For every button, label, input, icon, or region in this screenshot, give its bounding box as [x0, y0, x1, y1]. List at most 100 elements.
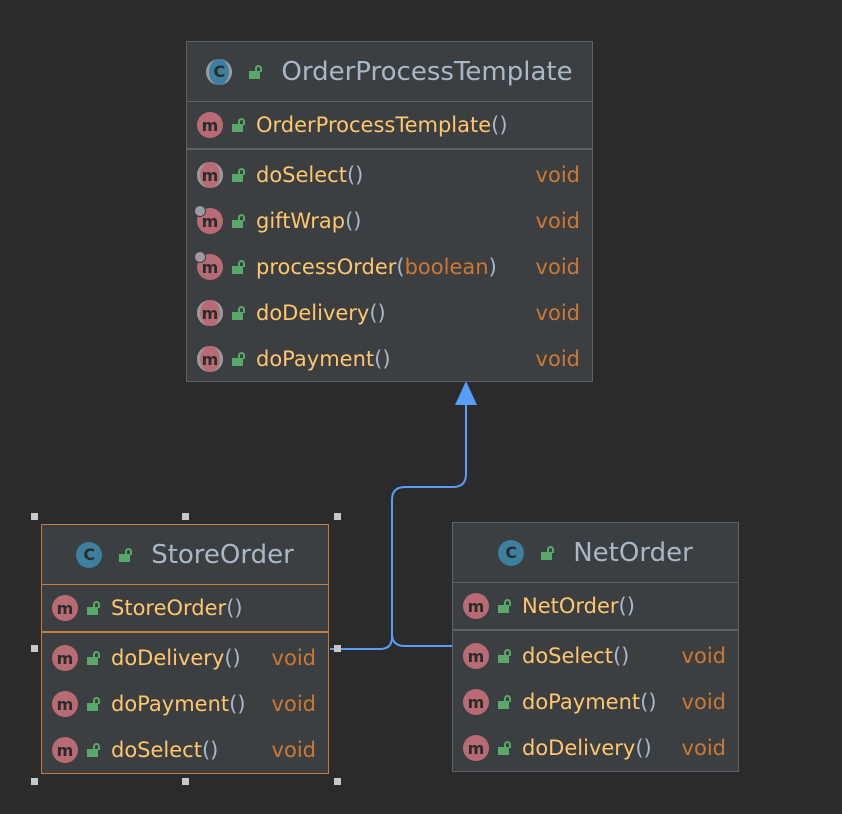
resize-handle-sw[interactable] — [31, 778, 38, 785]
method-parens: () — [201, 738, 219, 762]
class-icon: C — [76, 541, 103, 568]
public-lock-icon — [87, 651, 99, 665]
constructor-row[interactable]: m OrderProcessTemplate() — [187, 102, 592, 150]
return-type: void — [535, 209, 580, 233]
abstract-method-icon: m — [197, 162, 223, 188]
public-lock-icon — [119, 548, 131, 562]
public-lock-icon — [232, 214, 244, 228]
method-row[interactable]: m doDelivery() void — [187, 290, 592, 336]
class-header: C NetOrder — [453, 523, 738, 583]
overridden-method-icon: m — [194, 205, 223, 234]
abstract-method-icon: m — [197, 300, 223, 326]
return-type: void — [535, 163, 580, 187]
inheritance-line-net — [391, 633, 452, 647]
method-icon: m — [52, 691, 78, 717]
abstract-class-icon: C — [206, 58, 233, 85]
class-name: OrderProcessTemplate — [281, 56, 573, 87]
method-parens: () — [612, 644, 630, 668]
method-name: doDelivery — [522, 736, 636, 760]
constructor-params: () — [618, 594, 635, 618]
method-row[interactable]: m doSelect() void — [187, 152, 592, 198]
method-parens: () — [345, 209, 362, 233]
method-row[interactable]: m doPayment() void — [453, 679, 738, 725]
abstract-method-icon: m — [197, 346, 223, 372]
resize-handle-s[interactable] — [182, 778, 189, 785]
method-icon: m — [463, 689, 489, 715]
method-row[interactable]: m doDelivery() void — [453, 725, 738, 771]
method-row[interactable]: m doPayment() void — [42, 681, 328, 727]
class-net-order[interactable]: C NetOrder m NetOrder() m doSelect() voi… — [452, 522, 739, 772]
class-order-process-template[interactable]: C OrderProcessTemplate m OrderProcessTem… — [186, 41, 593, 382]
method-row[interactable]: m doSelect() void — [453, 633, 738, 679]
public-lock-icon — [232, 118, 244, 132]
method-icon: m — [197, 112, 223, 138]
param-open: ( — [396, 255, 405, 279]
constructor-name: StoreOrder — [111, 596, 227, 620]
public-lock-icon — [232, 306, 244, 320]
return-type: void — [535, 301, 580, 325]
method-name: doSelect — [256, 163, 347, 187]
constructor-params: () — [491, 113, 508, 137]
class-header: C OrderProcessTemplate — [187, 42, 592, 102]
class-name: StoreOrder — [151, 539, 294, 570]
resize-handle-n[interactable] — [182, 513, 189, 520]
method-row[interactable]: m doDelivery() void — [42, 635, 328, 681]
constructor-row[interactable]: m NetOrder() — [453, 583, 738, 631]
resize-handle-se[interactable] — [334, 778, 341, 785]
method-parens: () — [369, 301, 386, 325]
resize-handle-nw[interactable] — [31, 513, 38, 520]
method-name: doDelivery — [111, 646, 225, 670]
class-header: C StoreOrder — [42, 525, 328, 585]
method-parens: () — [374, 347, 391, 371]
method-parens: () — [635, 736, 652, 760]
method-name: doPayment — [111, 692, 230, 716]
overridden-method-icon: m — [194, 251, 223, 280]
method-parens: () — [229, 692, 246, 716]
method-row[interactable]: m giftWrap() void — [187, 198, 592, 244]
public-lock-icon — [232, 168, 244, 182]
constructor-params: () — [226, 596, 243, 620]
method-name: doSelect — [111, 738, 202, 762]
method-name: doPayment — [522, 690, 641, 714]
method-parens: () — [640, 690, 657, 714]
constructor-name: NetOrder — [522, 594, 619, 618]
constructor-row[interactable]: m StoreOrder() — [42, 585, 328, 633]
resize-handle-e[interactable] — [334, 645, 341, 652]
return-type: void — [681, 690, 726, 714]
method-row[interactable]: m doPayment() void — [187, 336, 592, 382]
class-icon: C — [498, 539, 525, 566]
method-name: doPayment — [256, 347, 375, 371]
inheritance-line-store — [330, 405, 467, 650]
method-row[interactable]: m doSelect() void — [42, 727, 328, 773]
public-lock-icon — [498, 649, 510, 663]
constructor-name: OrderProcessTemplate — [256, 113, 492, 137]
public-lock-icon — [541, 546, 553, 560]
resize-handle-w[interactable] — [31, 645, 38, 652]
method-name: giftWrap — [256, 209, 346, 233]
return-type: void — [535, 347, 580, 371]
class-store-order[interactable]: C StoreOrder m StoreOrder() m doDelivery… — [41, 524, 329, 774]
inheritance-arrowhead — [455, 381, 477, 405]
method-row[interactable]: m processOrder(boolean) void — [187, 244, 592, 290]
method-parens: () — [346, 163, 364, 187]
public-lock-icon — [87, 601, 99, 615]
method-icon: m — [463, 643, 489, 669]
public-lock-icon — [498, 741, 510, 755]
method-icon: m — [463, 593, 489, 619]
public-lock-icon — [232, 260, 244, 274]
method-icon: m — [463, 735, 489, 761]
public-lock-icon — [498, 695, 510, 709]
public-lock-icon — [87, 743, 99, 757]
return-type: void — [535, 255, 580, 279]
return-type: void — [271, 646, 316, 670]
return-type: void — [681, 736, 726, 760]
method-icon: m — [52, 645, 78, 671]
public-lock-icon — [249, 65, 261, 79]
param-type: boolean — [404, 255, 489, 279]
method-icon: m — [52, 595, 78, 621]
resize-handle-ne[interactable] — [334, 513, 341, 520]
public-lock-icon — [87, 697, 99, 711]
class-name: NetOrder — [573, 537, 693, 568]
method-parens: () — [224, 646, 241, 670]
